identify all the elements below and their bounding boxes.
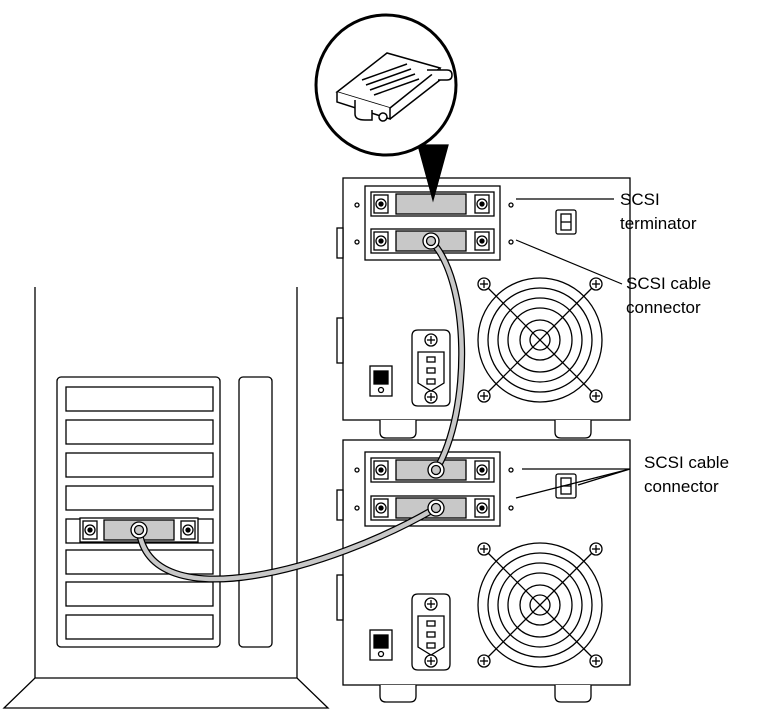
bottom-id-switch: [555, 473, 577, 499]
terminator-plug-icon: [335, 52, 453, 122]
leader-lines: [515, 198, 631, 499]
scsi-cable-host-to-drive: [135, 504, 438, 583]
top-id-switch: [555, 209, 577, 235]
bottom-fan: [477, 542, 603, 668]
terminator-label-line1: SCSI: [620, 190, 660, 209]
scsi-cable-drive-to-drive: [428, 238, 466, 472]
cable-connector-bottom-label-line1: SCSI cable: [644, 453, 729, 472]
terminator-label-line2: terminator: [620, 214, 697, 233]
bottom-cable-port-upper: [370, 457, 495, 483]
cable-connector-bottom-label-line2: connector: [644, 477, 719, 496]
top-fan: [477, 277, 603, 403]
top-terminator-port: [370, 191, 495, 217]
host-computer: [2, 287, 330, 709]
bottom-power-socket: [411, 593, 451, 671]
cable-connector-top-label-line2: connector: [626, 298, 701, 317]
terminator-zoom-callout: [314, 13, 458, 203]
top-drive-unit: [336, 177, 631, 439]
cable-plugs: [130, 232, 445, 539]
top-power-switch: [369, 365, 393, 397]
bottom-power-switch: [369, 629, 393, 661]
bottom-drive-unit: [336, 439, 631, 703]
cable-connector-top-label-line1: SCSI cable: [626, 274, 711, 293]
top-power-socket: [411, 329, 451, 407]
